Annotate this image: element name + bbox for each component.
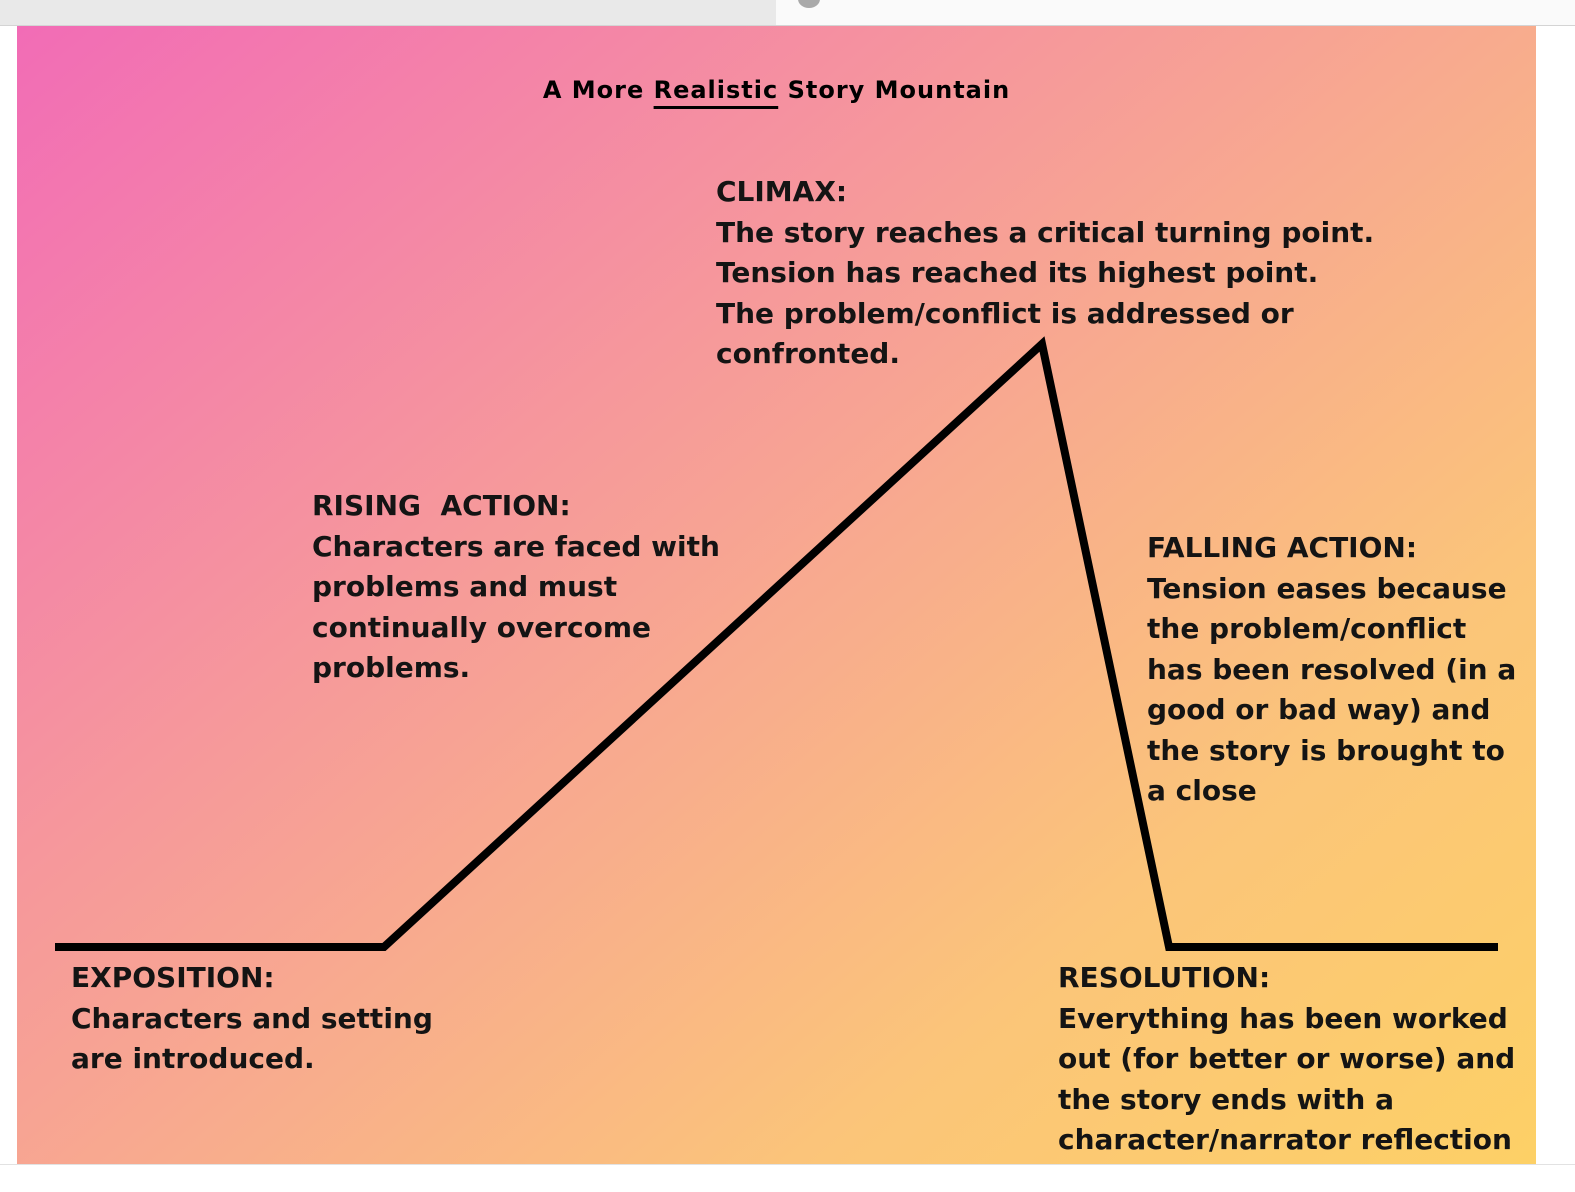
climax-block: CLIMAX: The story reaches a critical tur… [716, 172, 1374, 375]
resolution-heading: RESOLUTION: [1058, 961, 1271, 994]
tab-favicon-icon [798, 0, 820, 8]
story-mountain-diagram [55, 336, 1498, 951]
climax-line: confronted. [716, 337, 900, 370]
rising-action-line: problems and must [312, 570, 618, 603]
rising-action-block: RISING ACTION: Characters are faced with… [312, 486, 720, 689]
rising-action-line: problems. [312, 651, 471, 684]
rising-action-line: Characters are faced with [312, 529, 720, 563]
exposition-heading: EXPOSITION: [71, 961, 275, 994]
falling-action-line: good or bad way) and [1147, 693, 1491, 726]
exposition-block: EXPOSITION: Characters and setting are i… [71, 958, 433, 1080]
rising-action-heading: RISING ACTION: [312, 489, 571, 522]
bottom-strip [0, 1164, 1575, 1192]
plot-line [55, 336, 1498, 951]
resolution-line: character/narrator reflection [1058, 1123, 1512, 1156]
rising-action-line: continually overcome [312, 610, 651, 644]
title-before: A More [542, 76, 654, 104]
falling-action-line: a close [1147, 774, 1257, 807]
slide-title: A More Realistic Story Mountain [17, 76, 1536, 104]
falling-action-line: has been resolved (in a [1147, 652, 1517, 686]
exposition-line: Characters and setting [71, 1001, 433, 1035]
browser-top-strip [0, 0, 1575, 26]
falling-action-line: the story is brought to [1147, 733, 1505, 767]
tab-strip-right [776, 0, 1575, 26]
title-underlined: Realistic [653, 76, 779, 104]
falling-action-block: FALLING ACTION: Tension eases because th… [1147, 528, 1516, 812]
falling-action-heading: FALLING ACTION: [1147, 531, 1418, 564]
climax-heading: CLIMAX: [716, 175, 848, 208]
climax-line: The story reaches a critical turning poi… [716, 215, 1375, 249]
resolution-line: Everything has been worked [1058, 1001, 1508, 1035]
climax-line: The problem/conflict is addressed or [716, 296, 1294, 330]
resolution-line: the story ends with a [1058, 1082, 1394, 1116]
falling-action-line: the problem/conflict [1147, 612, 1467, 645]
exposition-line: are introduced. [71, 1042, 315, 1075]
resolution-line: out (for better or worse) and [1058, 1042, 1516, 1075]
title-after: Story Mountain [778, 76, 1011, 104]
story-mountain-slide: A More Realistic Story Mountain CLIMAX: … [17, 26, 1536, 1164]
resolution-block: RESOLUTION: Everything has been worked o… [1058, 958, 1515, 1161]
climax-line: Tension has reached its highest point. [716, 256, 1319, 289]
falling-action-line: Tension eases because [1147, 571, 1507, 605]
tab-strip-left [0, 0, 776, 26]
